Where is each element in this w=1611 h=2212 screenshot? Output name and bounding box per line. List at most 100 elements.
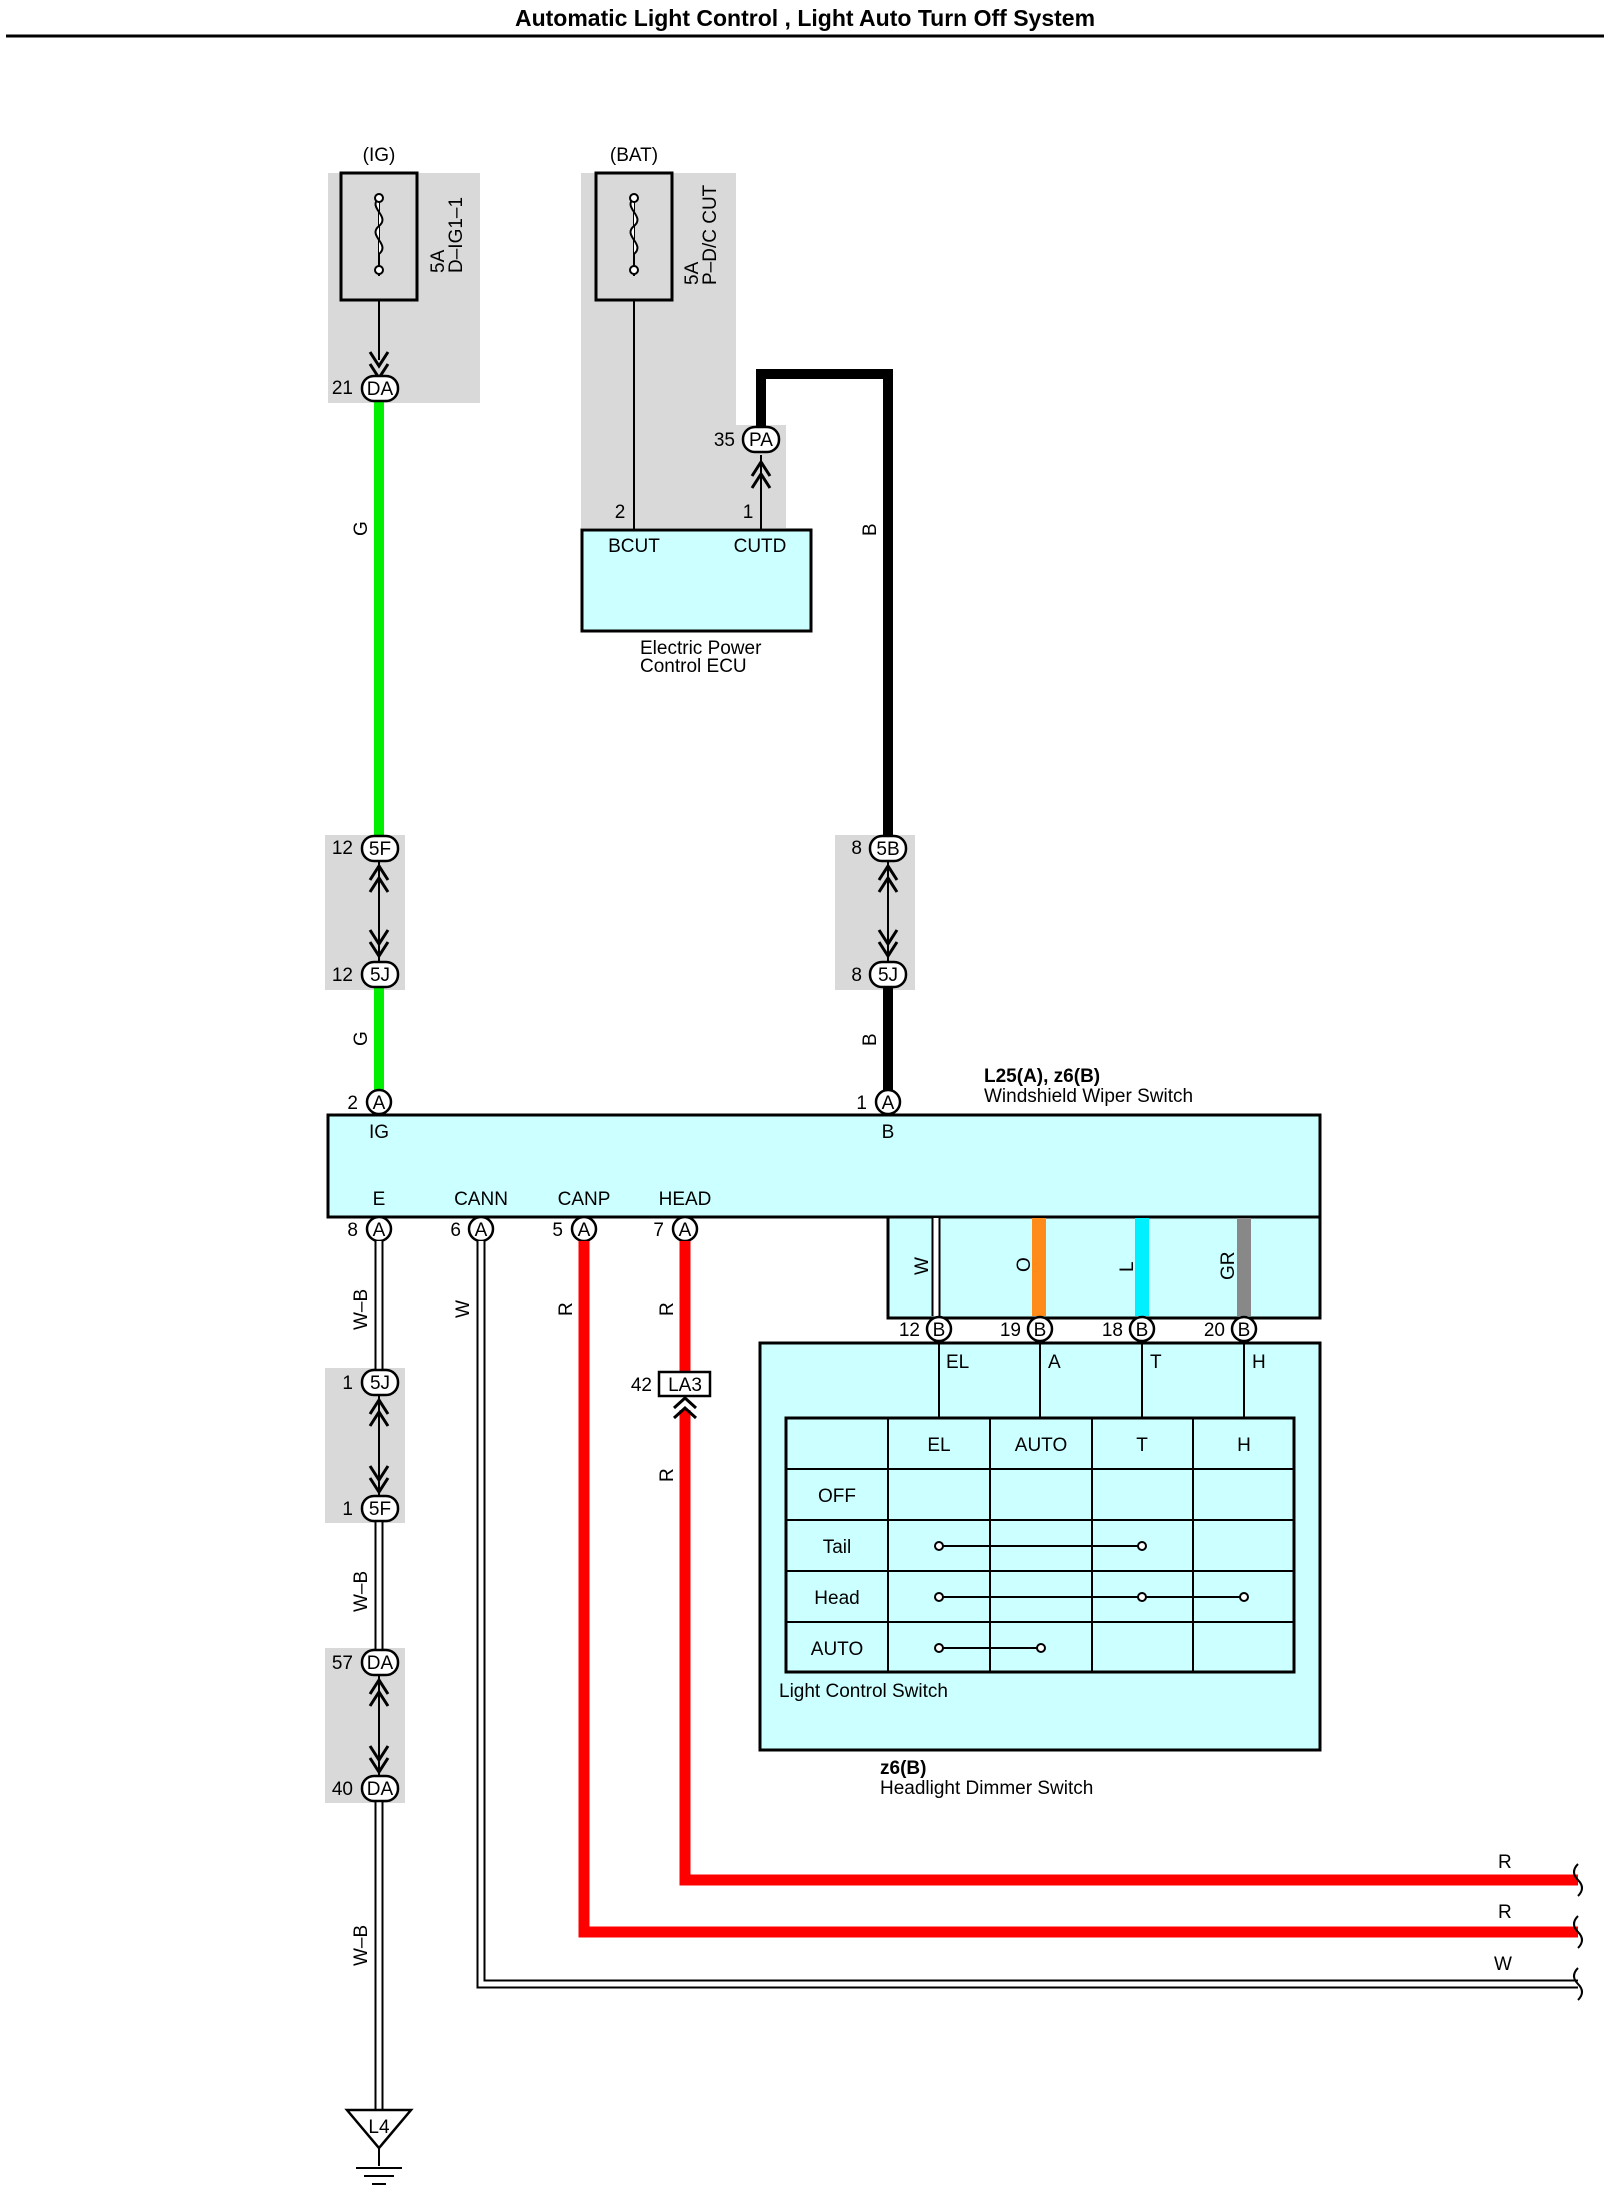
- svg-text:A: A: [373, 1093, 386, 1114]
- svg-text:7: 7: [653, 1220, 664, 1241]
- connector-pa: 35 PA: [714, 425, 781, 454]
- svg-text:12: 12: [332, 965, 353, 986]
- svg-text:B: B: [1136, 1320, 1149, 1341]
- svg-text:Electric Power: Electric Power: [640, 638, 762, 659]
- wire-label-wb-1: W–B: [351, 1289, 372, 1330]
- svg-text:AUTO: AUTO: [1015, 1435, 1067, 1456]
- internal-wires: W O L GR: [912, 1218, 1251, 1316]
- wire-label-out-r2: R: [1498, 1902, 1512, 1923]
- pa-arrow: [750, 459, 772, 489]
- fuse-ig: (IG) 5A D–IG1–1: [339, 145, 467, 360]
- svg-text:O: O: [1014, 1257, 1035, 1272]
- svg-text:5B: 5B: [876, 839, 899, 860]
- wiper-switch-bottom-pins: 8 A 6 A 5 A 7 A: [347, 1215, 699, 1243]
- svg-text:CANN: CANN: [454, 1189, 508, 1210]
- splice-5f-5j-left: 12 5F 12 5J: [332, 834, 400, 989]
- svg-text:T: T: [1150, 1352, 1162, 1373]
- svg-text:42: 42: [631, 1375, 652, 1396]
- svg-text:A: A: [578, 1220, 591, 1241]
- svg-text:DA: DA: [367, 1653, 394, 1674]
- connector-la3: 42 LA3: [631, 1370, 712, 1420]
- wire-r-head-lower: [679, 1410, 1578, 1886]
- svg-text:19: 19: [1000, 1320, 1021, 1341]
- wiper-switch-body: [326, 1113, 1322, 1320]
- svg-text:5F: 5F: [369, 1499, 391, 1520]
- svg-text:GR: GR: [1218, 1252, 1239, 1281]
- svg-text:D–IG1–1: D–IG1–1: [446, 197, 467, 273]
- svg-text:LA3: LA3: [668, 1375, 702, 1396]
- page-title: Automatic Light Control , Light Auto Tur…: [515, 5, 1095, 31]
- wire-label-r-head-lower: R: [657, 1468, 678, 1482]
- svg-text:35: 35: [714, 430, 735, 451]
- svg-text:B: B: [1034, 1320, 1047, 1341]
- svg-text:5F: 5F: [369, 839, 391, 860]
- svg-text:H: H: [1237, 1435, 1251, 1456]
- svg-text:W: W: [912, 1257, 933, 1275]
- svg-text:20: 20: [1204, 1320, 1225, 1341]
- svg-text:12: 12: [899, 1320, 920, 1341]
- svg-text:5A: 5A: [682, 261, 703, 285]
- wire-label-r-canp: R: [556, 1302, 577, 1316]
- svg-text:(BAT): (BAT): [610, 145, 658, 166]
- wire-label-b-top: B: [860, 523, 881, 536]
- wire-label-out-w: W: [1494, 1954, 1512, 1975]
- splice-5j-5f-lower: 1 5J 1 5F: [342, 1368, 400, 1523]
- svg-text:L4: L4: [368, 2117, 390, 2138]
- svg-text:(IG): (IG): [363, 145, 396, 166]
- svg-text:B: B: [933, 1320, 946, 1341]
- svg-text:DA: DA: [367, 379, 394, 400]
- wire-w-cann-inner: [478, 1241, 1578, 1987]
- fuse-ig-shade: [328, 173, 480, 403]
- svg-text:CANP: CANP: [558, 1189, 611, 1210]
- headlight-dimmer-switch: EL A T H EL AUTO T H OFF Tail Head AUTO: [758, 1341, 1322, 1752]
- svg-text:EL: EL: [946, 1352, 969, 1373]
- wire-label-g-top: G: [351, 521, 372, 536]
- electric-power-control-ecu: 2 1 BCUT CUTD Electric Power Control ECU: [580, 502, 813, 677]
- dimmer-name: Headlight Dimmer Switch: [880, 1778, 1093, 1799]
- svg-text:PA: PA: [749, 430, 773, 451]
- wiper-switch-bottom-labels: E CANN CANP HEAD: [373, 1189, 712, 1210]
- svg-text:5J: 5J: [878, 965, 898, 986]
- svg-text:5J: 5J: [370, 1373, 390, 1394]
- svg-text:DA: DA: [367, 1779, 394, 1800]
- svg-text:1: 1: [342, 1499, 353, 1520]
- wire-label-b-lower: B: [860, 1033, 881, 1046]
- svg-text:A: A: [882, 1093, 895, 1114]
- wire-label-out-r1: R: [1498, 1852, 1512, 1873]
- pin-label-b: B: [882, 1122, 895, 1143]
- light-control-table: EL AUTO T H OFF Tail Head AUTO: [784, 1416, 1296, 1674]
- svg-text:B: B: [1238, 1320, 1251, 1341]
- svg-text:A: A: [373, 1220, 386, 1241]
- svg-text:A: A: [679, 1220, 692, 1241]
- wiper-switch-top-pins: 2 A 1 A: [347, 1088, 902, 1116]
- pin-label-ig: IG: [369, 1122, 389, 1143]
- svg-text:21: 21: [332, 378, 353, 399]
- svg-text:BCUT: BCUT: [608, 536, 660, 557]
- wiper-switch-id: L25(A), z6(B): [984, 1066, 1100, 1087]
- splice-5b-5j-right: 8 5B 8 5J: [851, 834, 908, 989]
- svg-text:12: 12: [332, 838, 353, 859]
- wire-r-canp: [578, 1241, 1578, 1938]
- svg-text:L: L: [1117, 1261, 1138, 1272]
- svg-text:1: 1: [856, 1093, 867, 1114]
- svg-text:EL: EL: [927, 1435, 950, 1456]
- svg-text:5A: 5A: [428, 249, 449, 273]
- svg-text:2: 2: [615, 502, 626, 523]
- svg-text:A: A: [475, 1220, 488, 1241]
- svg-text:1: 1: [342, 1373, 353, 1394]
- svg-text:E: E: [373, 1189, 386, 1210]
- wire-label-g-lower: G: [351, 1031, 372, 1046]
- wire-label-w-cann: W: [453, 1300, 474, 1318]
- svg-text:8: 8: [851, 838, 862, 859]
- dimmer-id: z6(B): [880, 1758, 926, 1779]
- svg-text:T: T: [1136, 1435, 1148, 1456]
- svg-text:8: 8: [851, 965, 862, 986]
- wire-label-wb-3: W–B: [351, 1925, 372, 1966]
- svg-text:Head: Head: [814, 1588, 859, 1609]
- ground-l4: L4: [344, 2108, 414, 2185]
- svg-text:HEAD: HEAD: [659, 1189, 712, 1210]
- svg-text:1: 1: [743, 502, 754, 523]
- fuse-bat: (BAT) 5A P–D/C CUT: [594, 145, 721, 530]
- wire-b-top: [756, 369, 893, 838]
